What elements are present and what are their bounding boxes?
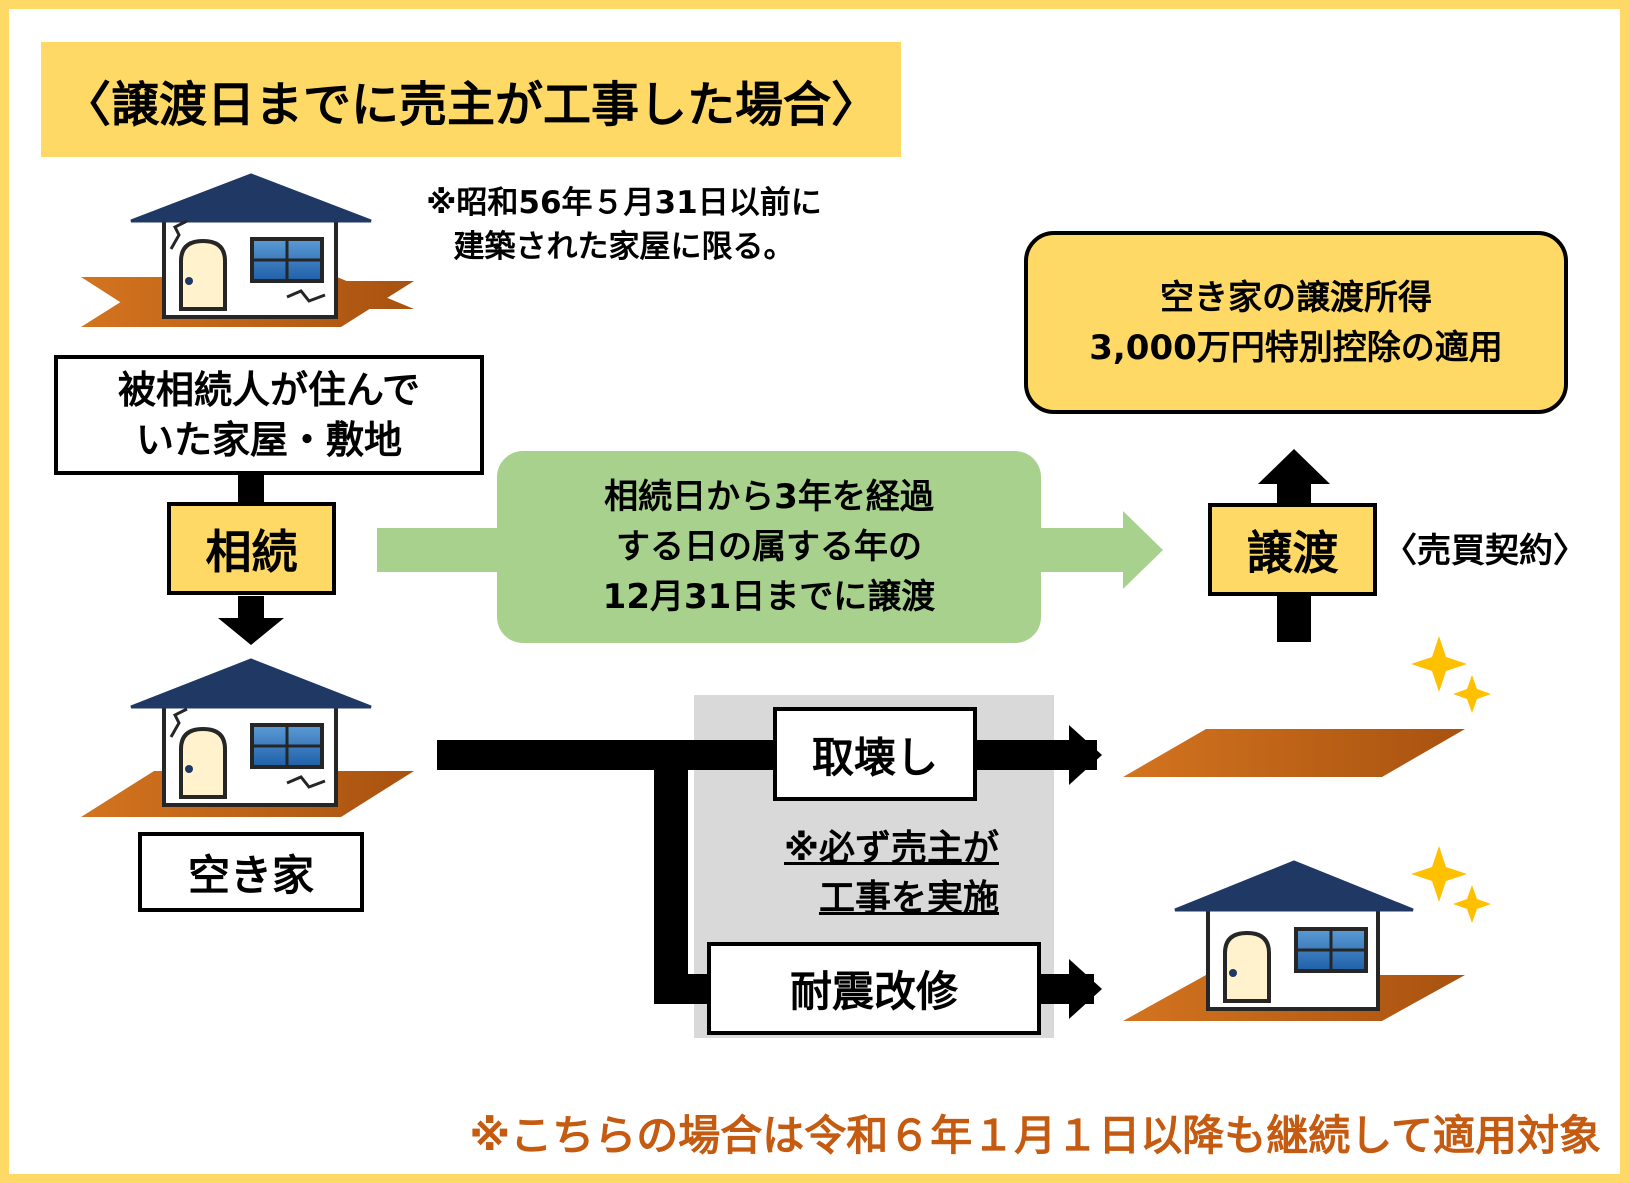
house-icon <box>1123 860 1465 1021</box>
seller-note-line-2: 工事を実施 <box>818 878 999 919</box>
vacant-house-label: 空き家 <box>138 832 364 912</box>
arrow-right-icon <box>1069 959 1102 1019</box>
sparkle-icon <box>1411 636 1491 713</box>
decedent-house-line-1: 被相続人が住んで <box>117 368 421 412</box>
decedent-house-box: 被相続人が住んで いた家屋・敷地 <box>54 355 484 475</box>
house-note-line-2: 建築された家屋に限る。 <box>453 229 795 265</box>
house-eligibility-note: ※昭和56年５月31日以前に 建築された家屋に限る。 <box>389 181 859 269</box>
deadline-line-2: する日の属する年の <box>616 527 922 567</box>
deadline-line-3: 12月31日までに譲渡 <box>602 577 936 617</box>
arrow-right-icon <box>1069 725 1102 785</box>
result-line-1: 空き家の譲渡所得 <box>1160 277 1432 318</box>
deadline-line-1: 相続日から3年を経過 <box>604 477 934 517</box>
special-deduction-box: 空き家の譲渡所得 3,000万円特別控除の適用 <box>1024 231 1568 414</box>
transfer-box: 譲渡 <box>1208 503 1377 596</box>
sale-contract-label: 〈売買契約〉 <box>1383 531 1587 571</box>
seller-work-note: ※必ず売主が 工事を実施 <box>709 824 999 924</box>
vacant-house-icon <box>81 658 414 817</box>
vacant-lot-icon <box>1123 729 1465 777</box>
result-line-2: 3,000万円特別控除の適用 <box>1089 327 1503 368</box>
house-note-line-1: ※昭和56年５月31日以前に <box>426 185 822 221</box>
inheritance-box: 相続 <box>167 502 336 595</box>
transfer-deadline-box: 相続日から3年を経過 する日の属する年の 12月31日までに譲渡 <box>497 451 1041 643</box>
arrow-down-icon <box>218 596 284 645</box>
decedent-house-line-2: いた家屋・敷地 <box>135 418 402 462</box>
sparkle-icon <box>1411 846 1491 923</box>
cracked-house-icon <box>81 173 414 327</box>
demolition-box: 取壊し <box>773 707 977 801</box>
connector-bar <box>238 475 264 505</box>
page-title: 〈譲渡日までに売主が工事した場合〉 <box>41 42 901 157</box>
footer-note: ※こちらの場合は令和６年１月１日以降も継続して適用対象 <box>469 1111 1601 1160</box>
seismic-retrofit-box: 耐震改修 <box>707 942 1041 1035</box>
seller-note-line-1: ※必ず売主が <box>784 828 999 869</box>
